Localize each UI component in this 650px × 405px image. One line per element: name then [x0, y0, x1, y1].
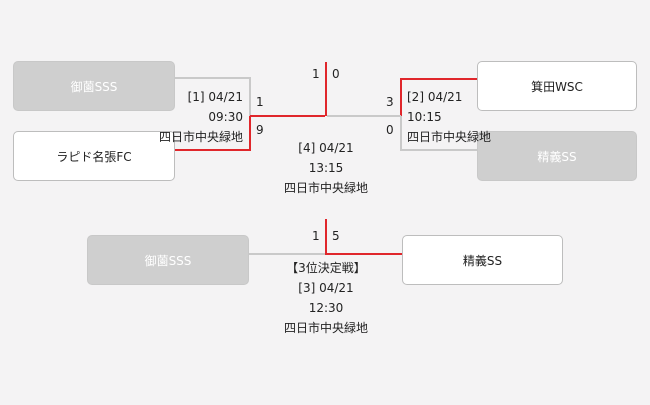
semi1-top-line [175, 77, 251, 118]
semi2-score-top: 3 [386, 95, 394, 109]
semi1-score-top: 1 [256, 95, 264, 109]
semi1-bottom-line [175, 116, 251, 151]
team-name: 御薗SSS [70, 79, 118, 94]
team-box-rapido-nabari-fc[interactable]: ラピド名張FC [13, 131, 175, 181]
team-box-mita-wsc[interactable]: 箕田WSC [477, 61, 637, 111]
semi2-top-line [400, 78, 477, 116]
team-name: ラピド名張FC [56, 149, 132, 164]
third-match-time: 12:30 [308, 301, 344, 315]
semi1-match-time: 09:30 [208, 110, 243, 124]
semi2-match-venue: 四日市中央緑地 [407, 130, 492, 144]
final-match-venue: 四日市中央緑地 [283, 181, 368, 195]
team-box-miso-sss[interactable]: 御薗SSS [13, 61, 175, 111]
third-score-right: 5 [332, 229, 340, 243]
final-match-label: [4] 04/21 [298, 141, 354, 155]
third-match-venue: 四日市中央緑地 [283, 321, 368, 335]
final-score-right: 0 [332, 67, 340, 81]
team-box-seigi-ss[interactable]: 精義SS [477, 131, 637, 181]
semi2-match-label: [2] 04/21 [407, 90, 463, 104]
semi2-bottom-line [400, 116, 477, 151]
team-name: 精義SS [537, 149, 577, 164]
semi1-match-venue: 四日市中央緑地 [158, 130, 243, 144]
semi2-score-bottom: 0 [386, 123, 394, 137]
third-score-left: 1 [312, 229, 320, 243]
team-box-miso-sss-third[interactable]: 御薗SSS [87, 235, 249, 285]
final-match-time: 13:15 [308, 161, 344, 175]
team-name: 御薗SSS [144, 253, 192, 268]
final-score-left: 1 [312, 67, 320, 81]
third-match-label: [3] 04/21 [298, 281, 354, 295]
semi1-match-label: [1] 04/21 [187, 90, 243, 104]
team-box-seigi-ss-third[interactable]: 精義SS [402, 235, 563, 285]
third-place-title: 【3位決定戦】 [286, 261, 366, 275]
semi1-score-bottom: 9 [256, 123, 264, 137]
team-name: 精義SS [462, 253, 503, 268]
semi2-match-time: 10:15 [407, 110, 442, 124]
team-name: 箕田WSC [531, 79, 583, 94]
